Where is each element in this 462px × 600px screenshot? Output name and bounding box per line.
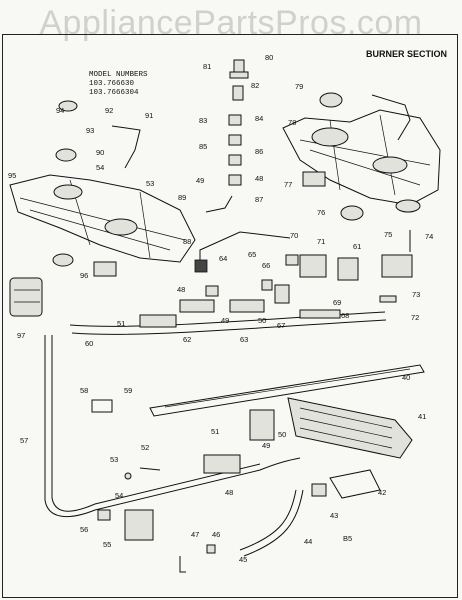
watermark-text: AppliancePartsPros.com	[39, 4, 423, 42]
callout-label: 82	[251, 81, 259, 90]
callout-label: 53	[110, 455, 118, 464]
bracket-and-tubing	[44, 335, 425, 541]
callout-label: 49	[196, 176, 204, 185]
callout-label: 79	[295, 82, 303, 91]
model-number-2: 103.7666304	[89, 89, 139, 97]
callout-label: 74	[425, 232, 433, 241]
callout-label: 88	[183, 237, 191, 246]
callout-label: 44	[304, 537, 312, 546]
callout-label: 75	[384, 230, 392, 239]
callout-label: 72	[411, 313, 419, 322]
callout-label: 48	[255, 174, 263, 183]
callout-labels: 80 81 82 83 84 85 86 49 48 87 79 78 77 7…	[8, 53, 433, 564]
callout-label: 48	[177, 285, 185, 294]
callout-label: 62	[183, 335, 191, 344]
callout-label: 50	[278, 430, 286, 439]
callout-label: 61	[353, 242, 361, 251]
callout-label: 64	[219, 254, 227, 263]
callout-label: 40	[402, 373, 410, 382]
callout-label: 66	[262, 261, 270, 270]
callout-label: 63	[240, 335, 248, 344]
callout-label: 70	[290, 231, 298, 240]
callout-label: 81	[203, 62, 211, 71]
model-number-1: 103.766630	[89, 80, 135, 88]
callout-label: 56	[80, 525, 88, 534]
callout-label: 59	[124, 386, 132, 395]
callout-label: 49	[262, 441, 270, 450]
callout-label: 92	[105, 106, 113, 115]
callout-label: 89	[178, 193, 186, 202]
callout-label: B5	[343, 534, 352, 543]
burner-grate-left	[9, 100, 196, 317]
callout-label: 77	[284, 180, 292, 189]
callout-label: 52	[141, 443, 149, 452]
callout-label: 84	[255, 114, 263, 123]
callout-label: 83	[199, 116, 207, 125]
callout-label: 58	[80, 386, 88, 395]
callout-label: 49	[221, 316, 229, 325]
orifice-stack	[205, 59, 249, 213]
callout-label: 47	[191, 530, 199, 539]
broiler-burner	[124, 397, 413, 573]
callout-label: 68	[341, 311, 349, 320]
callout-label: 95	[8, 171, 16, 180]
callout-label: 85	[199, 142, 207, 151]
model-numbers: MODEL NUMBERS 103.766630 103.7666304	[89, 71, 148, 98]
callout-label: 71	[317, 237, 325, 246]
callout-label: 60	[85, 339, 93, 348]
callout-label: 46	[212, 530, 220, 539]
callout-label: 69	[333, 298, 341, 307]
callout-label: 86	[255, 147, 263, 156]
callout-label: 42	[378, 488, 386, 497]
callout-label: 51	[117, 319, 125, 328]
callout-label: 50	[258, 316, 266, 325]
callout-label: 76	[317, 208, 325, 217]
callout-label: 51	[211, 427, 219, 436]
callout-label: 80	[265, 53, 273, 62]
callout-label: 43	[330, 511, 338, 520]
model-numbers-heading: MODEL NUMBERS	[89, 71, 148, 79]
callout-label: 93	[86, 126, 94, 135]
callout-label: 48	[225, 488, 233, 497]
callout-label: 90	[96, 148, 104, 157]
manifold-and-valves	[69, 230, 413, 335]
callout-label: 54	[96, 163, 104, 172]
burner-grate-right	[282, 92, 441, 221]
diagram-frame	[2, 34, 458, 598]
callout-label: 55	[103, 540, 111, 549]
callout-label: 53	[146, 179, 154, 188]
callout-label: 78	[288, 118, 296, 127]
section-title: BURNER SECTION	[366, 49, 448, 59]
callout-label: 45	[239, 555, 247, 564]
callout-label: 94	[56, 106, 64, 115]
callout-label: 67	[277, 321, 285, 330]
callout-label: 65	[248, 250, 256, 259]
callout-label: 54	[115, 491, 123, 500]
callout-label: 73	[412, 290, 420, 299]
callout-label: 41	[418, 412, 426, 421]
callout-label: 87	[255, 195, 263, 204]
callout-label: 97	[17, 331, 25, 340]
callout-label: 91	[145, 111, 153, 120]
callout-label: 57	[20, 436, 28, 445]
callout-label: 96	[80, 271, 88, 280]
